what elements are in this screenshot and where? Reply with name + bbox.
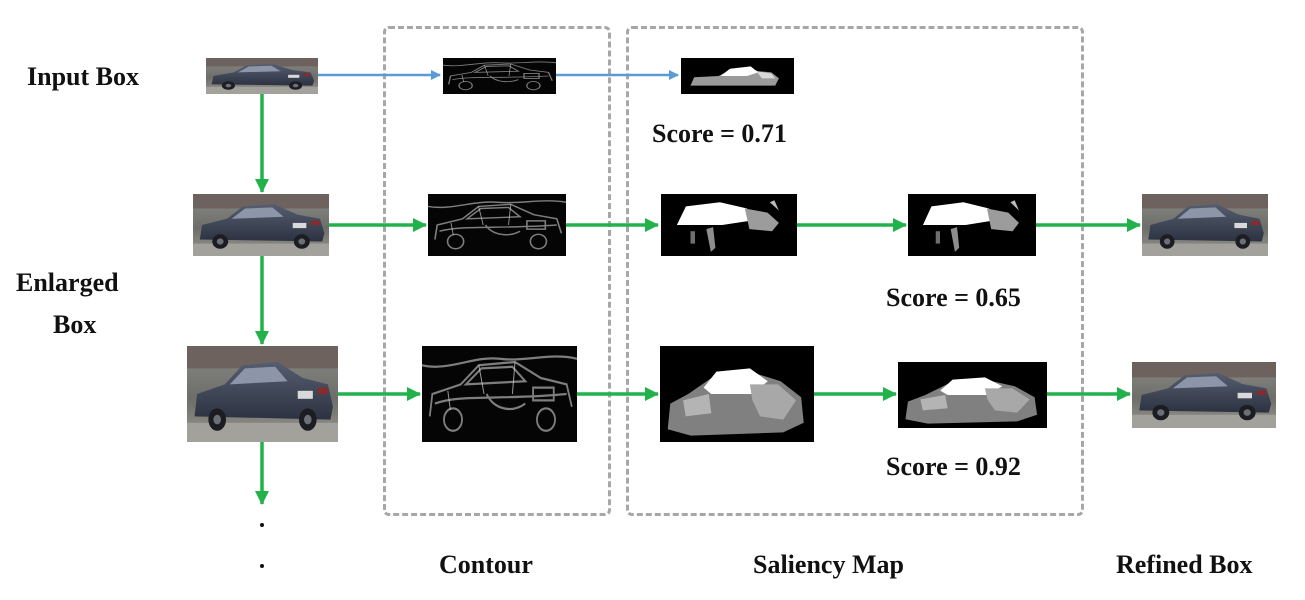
enlarged-box-label-line1: Enlarged (16, 268, 119, 297)
contour-map-icon (443, 58, 556, 94)
car-photo-icon (187, 346, 338, 442)
score-row3: Score = 0.92 (886, 452, 1021, 481)
input-box-label: Input Box (27, 62, 139, 91)
column-label-contour: Contour (439, 550, 533, 579)
score-row1: Score = 0.71 (652, 119, 787, 148)
enlarged-box-label-line2: Box (53, 310, 97, 339)
column-label-refined-box: Refined Box (1116, 550, 1253, 579)
saliency-map-icon (908, 194, 1036, 256)
saliency-map-icon (898, 362, 1047, 428)
contour-dashed-region (383, 26, 611, 516)
column-label-saliency-map: Saliency Map (753, 550, 904, 579)
contour-map-icon (428, 194, 566, 256)
saliency-map-icon (681, 58, 794, 94)
saliency-map-icon (661, 194, 797, 256)
car-photo-icon (206, 58, 318, 94)
continuation-dot (260, 564, 264, 568)
contour-map-icon (422, 346, 577, 442)
car-photo-icon (1132, 362, 1276, 428)
score-row2: Score = 0.65 (886, 283, 1021, 312)
car-photo-icon (1142, 194, 1268, 256)
car-photo-icon (193, 194, 329, 256)
saliency-map-icon (660, 346, 814, 442)
continuation-dot (260, 523, 264, 527)
saliency-dashed-region (626, 26, 1084, 516)
